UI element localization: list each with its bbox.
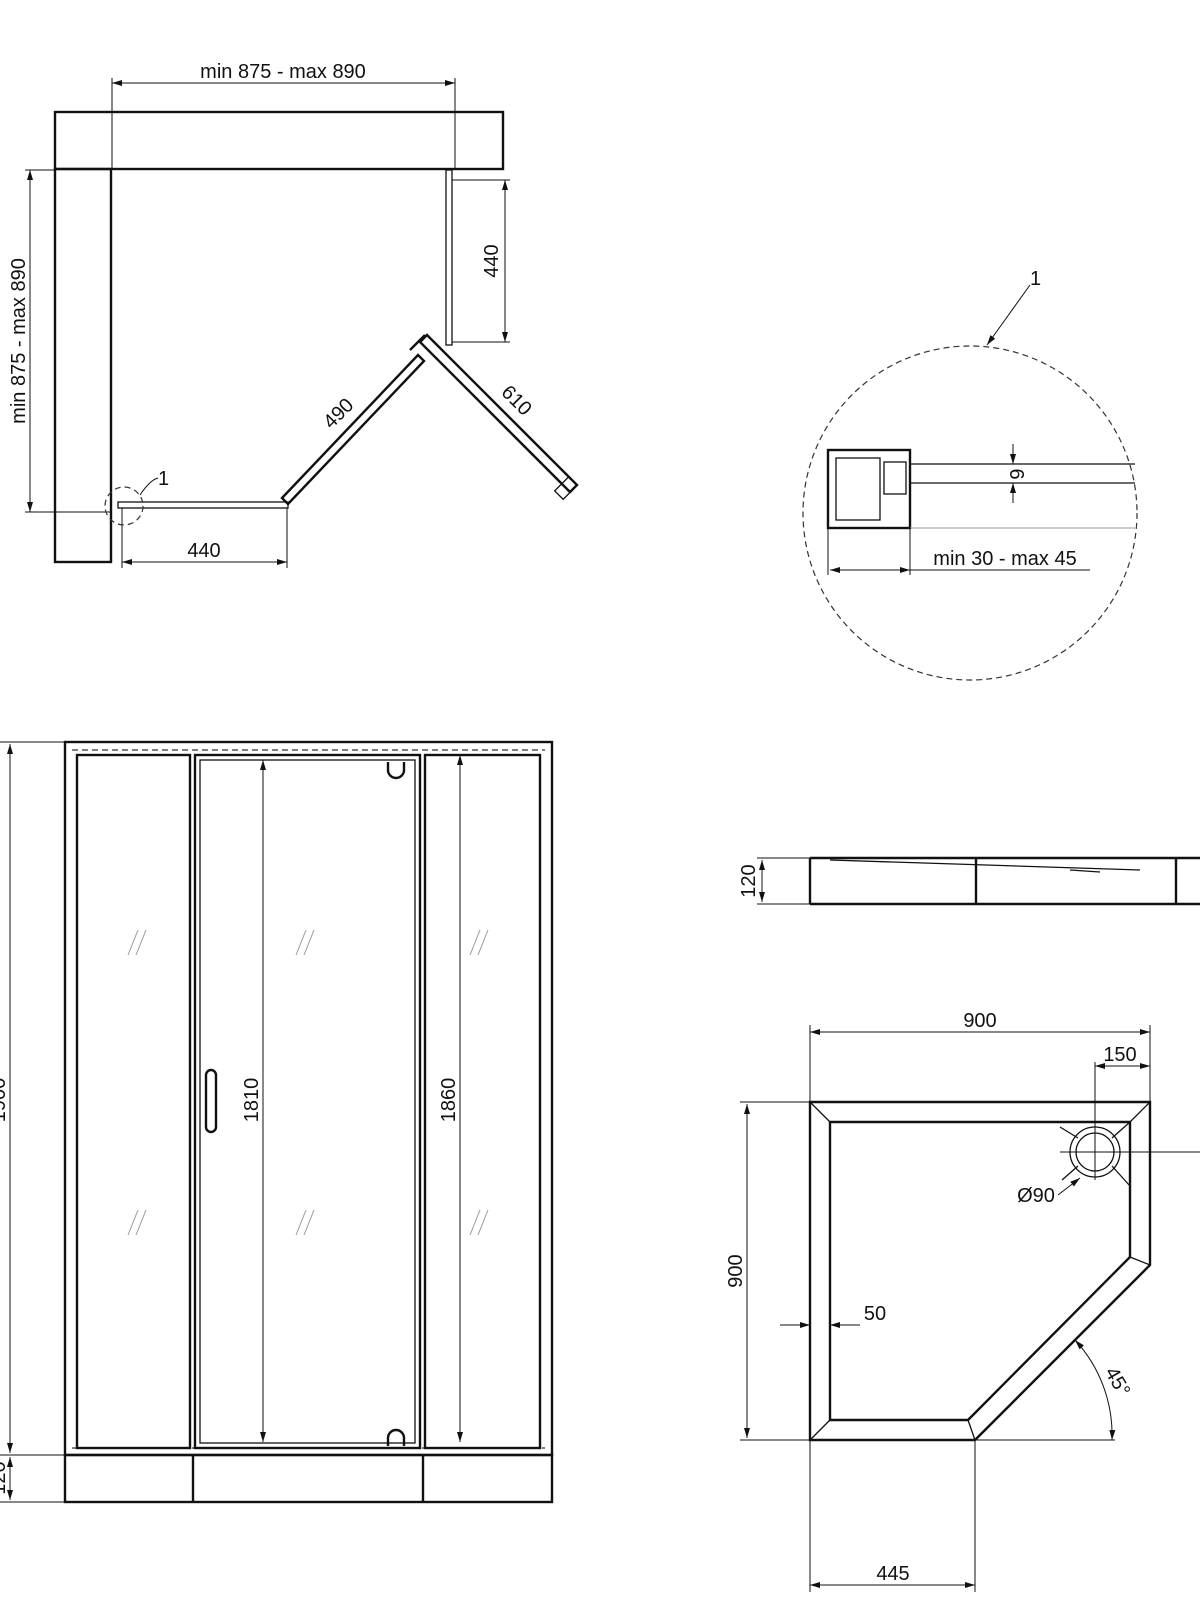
depth-dim-label: min 875 - max 890 xyxy=(8,258,30,424)
bottom-hinge xyxy=(386,1428,406,1446)
diagonal-panel-dim: 490 xyxy=(319,394,358,433)
right-fixed-panel xyxy=(423,753,542,1450)
angle-dim: 45° xyxy=(1100,1363,1134,1400)
width-dim-label: min 875 - max 890 xyxy=(200,61,366,83)
detail-callout-large: 1 xyxy=(1030,268,1041,290)
wall-profile xyxy=(826,448,912,530)
detail-circle xyxy=(104,486,144,526)
side-panel xyxy=(445,169,453,346)
tray-depth-dim: 900 xyxy=(725,1254,747,1287)
panel-height-dim: 1860 xyxy=(438,1078,460,1123)
glass-thickness-dim: 6 xyxy=(1005,468,1027,479)
profile-adjust-dim: min 30 - max 45 xyxy=(933,548,1076,570)
diagonal-panel xyxy=(280,353,426,506)
door-panel xyxy=(418,333,579,494)
detail-circle-large xyxy=(802,345,1138,681)
tray-width-dim: 900 xyxy=(963,1010,996,1032)
door-height-dim: 1810 xyxy=(241,1078,263,1123)
plan-view: min 875 - max 890 min 875 - max 890 440 … xyxy=(8,61,579,568)
door-panel-front xyxy=(193,753,422,1450)
tray-side-view: 120 xyxy=(738,856,1200,906)
side-panel-dim: 440 xyxy=(481,244,503,277)
bottom-panel xyxy=(117,501,289,509)
left-wall xyxy=(53,167,113,564)
tray-height-dim: 120 xyxy=(0,1461,10,1494)
cabin-frame xyxy=(63,740,554,1457)
tray-top-view: 900 150 Ø90 900 50 45° 445 xyxy=(725,1010,1200,1592)
top-wall xyxy=(53,110,505,171)
detail-callout: 1 xyxy=(158,468,169,490)
drain-diameter-dim: Ø90 xyxy=(1017,1185,1055,1207)
tray-side-height-dim: 120 xyxy=(738,864,760,897)
short-side-dim: 445 xyxy=(876,1563,909,1585)
front-view: 1810 1860 1900 120 xyxy=(0,740,554,1504)
rim-dim: 50 xyxy=(864,1303,886,1325)
glass-marks xyxy=(127,929,489,1236)
total-height-dim: 1900 xyxy=(0,1078,10,1123)
top-hinge xyxy=(386,762,406,780)
drain-offset-dim: 150 xyxy=(1103,1044,1136,1066)
bottom-panel-dim: 440 xyxy=(187,540,220,562)
tray-outline xyxy=(808,1100,1152,1442)
tray-base xyxy=(63,1453,554,1504)
door-dim: 610 xyxy=(497,381,536,420)
left-fixed-panel xyxy=(75,753,192,1450)
door-handle xyxy=(204,1068,218,1134)
detail-view: 1 6 min 30 - max 45 xyxy=(802,268,1138,681)
